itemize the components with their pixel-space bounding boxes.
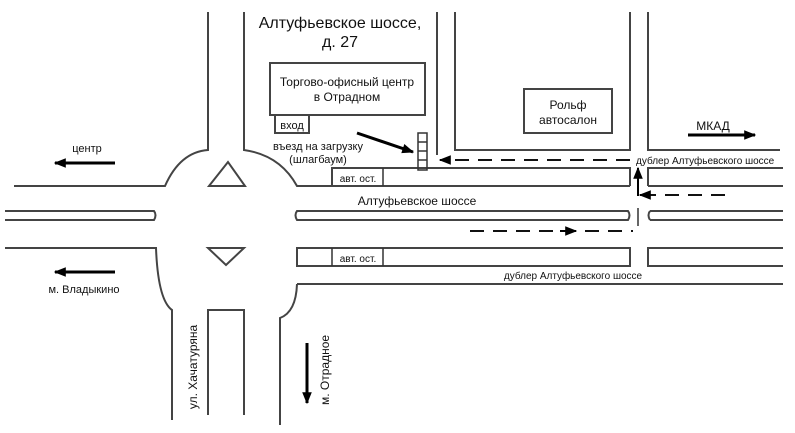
vladykino-label: м. Владыкино xyxy=(48,284,119,296)
rolf-building xyxy=(523,88,613,134)
bus-stop-bottom-label: авт. ост. xyxy=(340,254,377,265)
barrier-icon xyxy=(417,132,428,171)
service-road-top-label: дублер Алтуфьевского шоссе xyxy=(636,155,775,167)
north-strip-east xyxy=(647,167,783,186)
bus-stop-bottom-box xyxy=(331,248,384,266)
entrance-box xyxy=(274,114,310,134)
block-rolf xyxy=(454,12,631,151)
south-strip xyxy=(296,247,631,267)
khachaturyana-median xyxy=(207,309,245,415)
triangle-down-island xyxy=(205,247,247,267)
block-east xyxy=(647,12,780,151)
road-edge-south-left xyxy=(5,247,173,420)
rolf-line1: Рольф xyxy=(549,98,586,112)
address-line2: д. 27 xyxy=(322,34,358,51)
otradnoe-label: м. Отрадное xyxy=(318,335,332,405)
road-edge-north-left xyxy=(14,12,209,187)
entrance-label: вход xyxy=(280,120,304,132)
loading-entry-line1: въезд на загрузку xyxy=(273,141,363,153)
north-strip xyxy=(331,167,631,186)
median-center xyxy=(294,210,631,221)
road-edge-north-right xyxy=(243,12,630,187)
south-strip-east xyxy=(647,247,783,267)
mall-name-line1: Торгово-офисный центр xyxy=(280,75,415,89)
center-label: центр xyxy=(72,143,102,155)
median-west xyxy=(5,210,157,221)
address-line1: Алтуфьевское шоссе, xyxy=(259,15,422,32)
mkad-label: МКАД xyxy=(696,119,730,133)
loading-entry-line2: (шлагбаум) xyxy=(289,154,347,166)
road-edge-south-right xyxy=(279,283,783,425)
loading-entry-arrow xyxy=(356,131,415,154)
mall-building xyxy=(269,62,426,116)
bus-stop-top-label: авт. ост. xyxy=(340,174,377,185)
main-road-label: Алтуфьевское шоссе xyxy=(358,194,477,208)
median-east xyxy=(647,210,783,221)
rolf-line2: автосалон xyxy=(539,113,597,127)
triangle-up-island xyxy=(206,160,247,187)
mall-name-line2: в Отрадном xyxy=(314,90,380,104)
service-road-bottom-label: дублер Алтуфьевского шоссе xyxy=(504,270,643,282)
khachaturyana-label: ул. Хачатуряна xyxy=(186,325,200,410)
